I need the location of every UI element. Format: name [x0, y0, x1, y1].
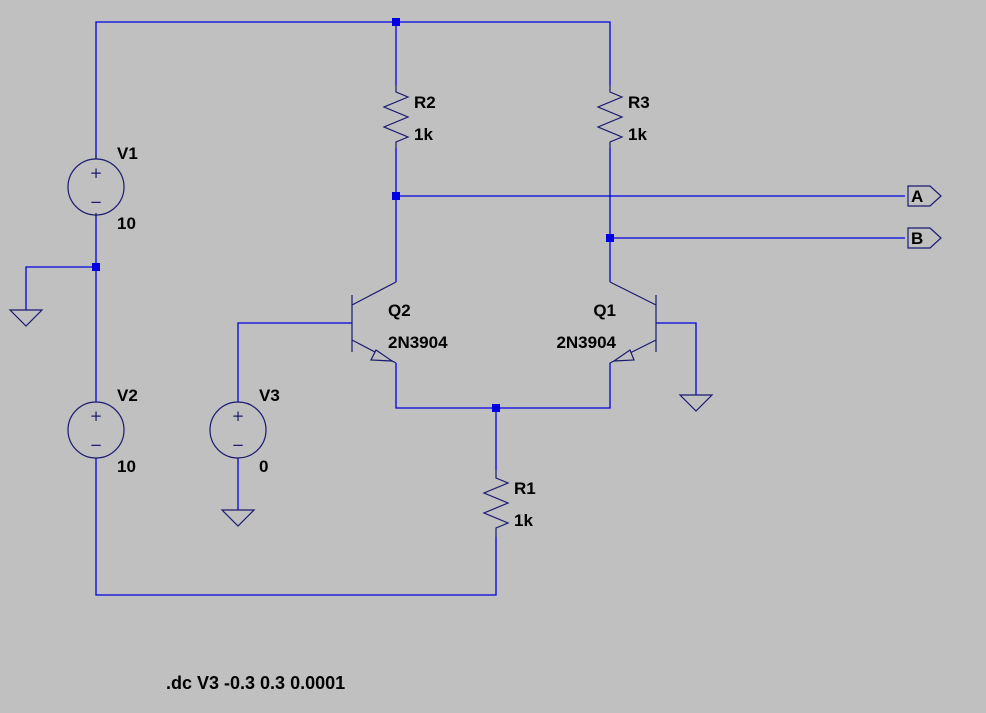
r2-name: R2 — [414, 93, 436, 112]
voltage-source-v1[interactable]: + − V1 10 — [67, 144, 138, 233]
resistor-r2[interactable]: R2 1k — [382, 85, 436, 148]
resistor-r1[interactable]: R1 1k — [482, 470, 536, 537]
v2-name: V2 — [117, 386, 138, 405]
v3-name: V3 — [259, 386, 280, 405]
net-label-a[interactable]: A — [907, 185, 942, 207]
net-label-a-text: A — [911, 187, 923, 206]
transistor-q1[interactable]: Q1 2N3904 — [556, 281, 657, 364]
wires — [25, 21, 905, 596]
v1-name: V1 — [117, 144, 138, 163]
minus-icon: − — [90, 193, 103, 211]
transistor-q2[interactable]: Q2 2N3904 — [351, 281, 448, 364]
plus-icon: + — [232, 407, 245, 425]
junctions — [92, 18, 614, 412]
resistor-r3[interactable]: R3 1k — [596, 85, 650, 148]
r2-value: 1k — [414, 125, 433, 144]
minus-icon: − — [90, 436, 103, 454]
net-label-b-text: B — [911, 229, 923, 248]
v2-value: 10 — [117, 457, 136, 476]
ground-icon — [678, 394, 714, 412]
voltage-source-v2[interactable]: + − V2 10 — [67, 386, 138, 476]
q1-name: Q1 — [593, 301, 616, 320]
q2-name: Q2 — [388, 301, 411, 320]
voltage-source-v3[interactable]: + − V3 0 — [209, 386, 280, 476]
r3-value: 1k — [628, 125, 647, 144]
r1-name: R1 — [514, 479, 536, 498]
ground-icon — [220, 509, 256, 527]
q2-model: 2N3904 — [388, 333, 448, 352]
plus-icon: + — [90, 407, 103, 425]
v1-value: 10 — [117, 214, 136, 233]
v3-value: 0 — [259, 457, 268, 476]
ground-icon — [8, 309, 44, 327]
minus-icon: − — [232, 436, 245, 454]
q1-model: 2N3904 — [556, 333, 616, 352]
net-label-b[interactable]: B — [907, 227, 942, 249]
r3-name: R3 — [628, 93, 650, 112]
spice-directive[interactable]: .dc V3 -0.3 0.3 0.0001 — [166, 673, 345, 693]
r1-value: 1k — [514, 511, 533, 530]
plus-icon: + — [90, 164, 103, 182]
